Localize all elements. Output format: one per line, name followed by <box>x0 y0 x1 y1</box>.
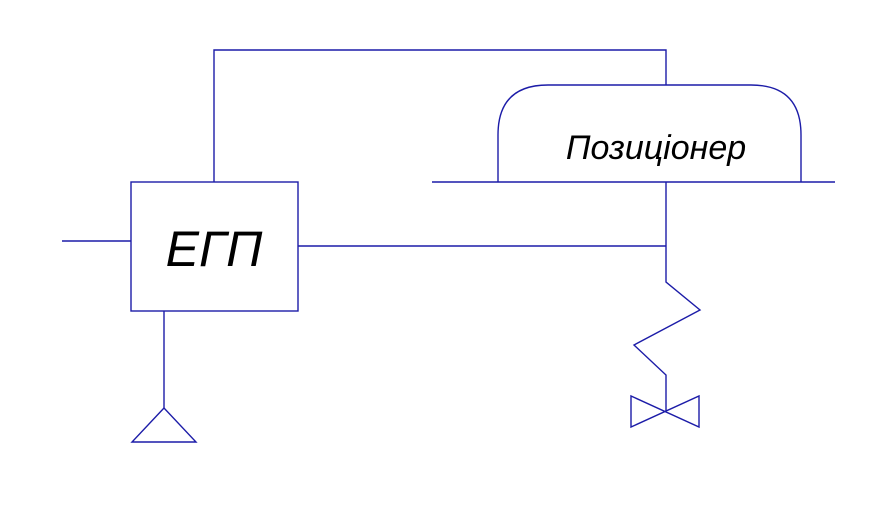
feedback-line <box>213 49 667 182</box>
positioner-dome <box>497 84 802 182</box>
egp-label: ЕГП <box>166 221 264 277</box>
spring-zigzag <box>632 275 702 411</box>
ground-symbol <box>130 406 198 443</box>
valve-symbol <box>630 394 700 429</box>
positioner-label: Позиціонер <box>566 129 746 167</box>
